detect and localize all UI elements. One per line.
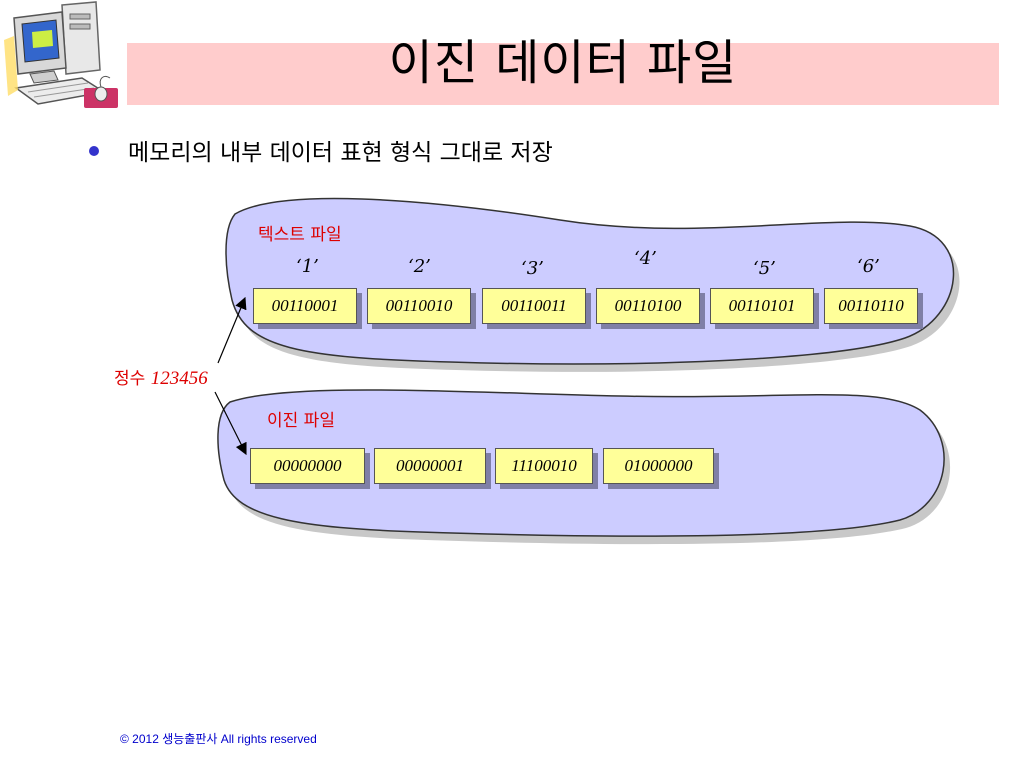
binary-byte-box: 00000001: [374, 448, 486, 484]
binary-byte-box: 01000000: [603, 448, 714, 484]
text-byte-box: 00110100: [596, 288, 700, 324]
text-byte-box: 00110001: [253, 288, 357, 324]
bullet-icon: [89, 146, 99, 156]
text-byte-box: 00110110: [824, 288, 918, 324]
char-label: ‘2’: [408, 256, 431, 277]
arrow-to-text-file: [217, 296, 247, 364]
binary-file-label: 이진 파일: [267, 411, 335, 431]
text-file-label: 텍스트 파일: [258, 225, 342, 245]
binary-byte-box: 11100010: [495, 448, 593, 484]
text-byte-box: 00110101: [710, 288, 814, 324]
char-label: ‘4’: [634, 248, 657, 269]
computer-icon: [4, 1, 118, 108]
footer-copyright: © 2012 생능출판사 All rights reserved: [120, 732, 317, 746]
char-label: ‘5’: [753, 258, 776, 279]
text-byte-box: 00110010: [367, 288, 471, 324]
arrow-to-binary-file: [214, 391, 247, 456]
integer-label: 정수 123456: [114, 364, 208, 390]
bullet-text: 메모리의 내부 데이터 표현 형식 그대로 저장: [128, 140, 553, 166]
title-bar: [127, 43, 999, 105]
char-label: ‘1’: [296, 256, 319, 277]
page-title: 이진 데이터 파일: [388, 35, 738, 91]
text-byte-box: 00110011: [482, 288, 586, 324]
integer-value: 123456: [150, 368, 208, 389]
integer-label-text: 정수: [114, 369, 146, 389]
binary-byte-box: 00000000: [250, 448, 365, 484]
char-label: ‘3’: [521, 258, 544, 279]
char-label: ‘6’: [857, 256, 880, 277]
